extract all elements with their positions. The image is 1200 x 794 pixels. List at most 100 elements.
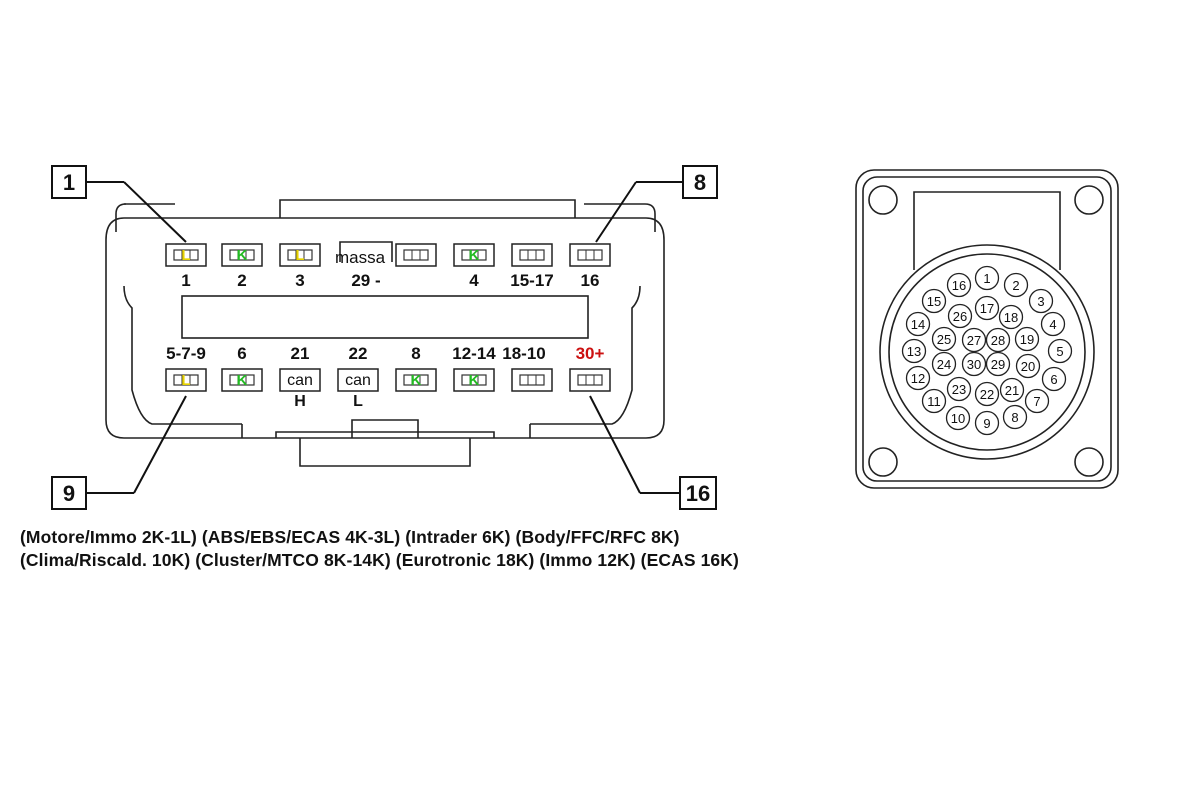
pin-mark: K: [469, 247, 480, 264]
round-pin: 12: [905, 365, 931, 391]
pin-number-label: 5-7-9: [166, 344, 206, 363]
round-pin-label: 7: [1033, 394, 1040, 409]
pin-mark: K: [469, 372, 480, 389]
round-pin-label: 18: [1004, 310, 1018, 325]
round-pin-label: 30: [967, 357, 981, 372]
pin-number-label: 3: [295, 271, 304, 290]
round-pin-label: 28: [991, 333, 1005, 348]
round-pin-label: 19: [1020, 332, 1034, 347]
pin-number-label: 21: [291, 344, 310, 363]
round-pin-label: 25: [937, 332, 951, 347]
round-pin-label: 2: [1012, 278, 1019, 293]
pin-mark: L: [181, 247, 190, 264]
round-pin: 21: [999, 377, 1025, 403]
round-pin: 15: [921, 288, 947, 314]
round-pin: 10: [945, 405, 971, 431]
callout-label: 1: [63, 170, 75, 195]
pin-number-label: 8: [411, 344, 420, 363]
round-pin: 14: [905, 311, 931, 337]
round-pin: 5: [1047, 338, 1073, 364]
pin-number-label: 6: [237, 344, 246, 363]
round-pin: 24: [931, 351, 957, 377]
description-line-1: (Motore/Immo 2K-1L) (ABS/EBS/ECAS 4K-3L)…: [20, 527, 680, 547]
pin-number-label: 12-14: [452, 344, 496, 363]
pin-slot: K: [453, 243, 495, 267]
round-pin: 29: [985, 351, 1011, 377]
pin-slot: [569, 243, 611, 267]
round-pin-label: 27: [967, 333, 981, 348]
round-pin-label: 4: [1049, 317, 1056, 332]
round-pin: 22: [974, 381, 1000, 407]
round-pin: 16: [946, 272, 972, 298]
round-pin: 9: [974, 410, 1000, 436]
round-pin: 8: [1002, 404, 1028, 430]
round-pin-label: 5: [1056, 344, 1063, 359]
round-pin: 13: [901, 338, 927, 364]
obd-connector: [105, 199, 665, 467]
round-pin-label: 23: [952, 382, 966, 397]
round-pin: 27: [961, 327, 987, 353]
round-pin: 20: [1015, 353, 1041, 379]
pin-number-label: 18-10: [502, 344, 545, 363]
round-pin-label: 16: [952, 278, 966, 293]
pin-number-label: 4: [469, 271, 479, 290]
round-pin: 6: [1041, 366, 1067, 392]
pin-sub-label: H: [294, 393, 306, 410]
round-pin: 26: [947, 303, 973, 329]
round-pin-label: 13: [907, 344, 921, 359]
round-pin-label: 8: [1011, 410, 1018, 425]
round-pin-label: 20: [1021, 359, 1035, 374]
pin-mark: L: [295, 247, 304, 264]
pin-number-label: 1: [181, 271, 190, 290]
round-pin: 4: [1040, 311, 1066, 337]
pin-number-label: 16: [581, 271, 600, 290]
callout-top-left: 1: [51, 165, 187, 243]
pin-slot: [569, 368, 611, 392]
pin-number-label: 30+: [576, 344, 605, 363]
pin-slot: K: [221, 368, 263, 392]
pin-mark: K: [237, 247, 248, 264]
round-pin: 23: [946, 376, 972, 402]
round-connector: [855, 169, 1119, 489]
description-line-2: (Clima/Riscald. 10K) (Cluster/MTCO 8K-14…: [20, 550, 739, 570]
pin-slot: K: [395, 368, 437, 392]
pin-slot: L: [279, 243, 321, 267]
pin-slot: [511, 368, 553, 392]
pin-mark: L: [181, 372, 190, 389]
callout-top-right: 8: [595, 165, 718, 243]
callout-label: 9: [63, 481, 75, 506]
round-pin-label: 26: [953, 309, 967, 324]
pin-mark: K: [411, 372, 422, 389]
round-pin-label: 11: [927, 394, 941, 409]
pin-inner-label: can: [287, 372, 313, 389]
pin-number-label: 15-17: [510, 271, 553, 290]
round-pin: 28: [985, 327, 1011, 353]
pin-slot: [511, 243, 553, 267]
pin-slot: K: [221, 243, 263, 267]
round-pin-label: 15: [927, 294, 941, 309]
round-pin-label: 14: [911, 317, 925, 332]
round-pin: 1: [974, 265, 1000, 291]
pin-sub-label: L: [353, 393, 363, 410]
pin-slot: [395, 243, 437, 267]
round-pin: 11: [921, 388, 947, 414]
pin-number-label: 29 -: [351, 271, 380, 290]
round-pin-label: 24: [937, 357, 951, 372]
callout-bottom-right: 16: [589, 395, 717, 510]
round-pin: 2: [1003, 272, 1029, 298]
round-pin-label: 3: [1037, 294, 1044, 309]
round-pin-label: 10: [951, 411, 965, 426]
round-pin-label: 9: [983, 416, 990, 431]
round-pin: 18: [998, 304, 1024, 330]
pin-mark: K: [237, 372, 248, 389]
round-pin-label: 12: [911, 371, 925, 386]
round-pin-label: 17: [980, 301, 994, 316]
round-pin-label: 21: [1005, 383, 1019, 398]
round-pin: 19: [1014, 326, 1040, 352]
